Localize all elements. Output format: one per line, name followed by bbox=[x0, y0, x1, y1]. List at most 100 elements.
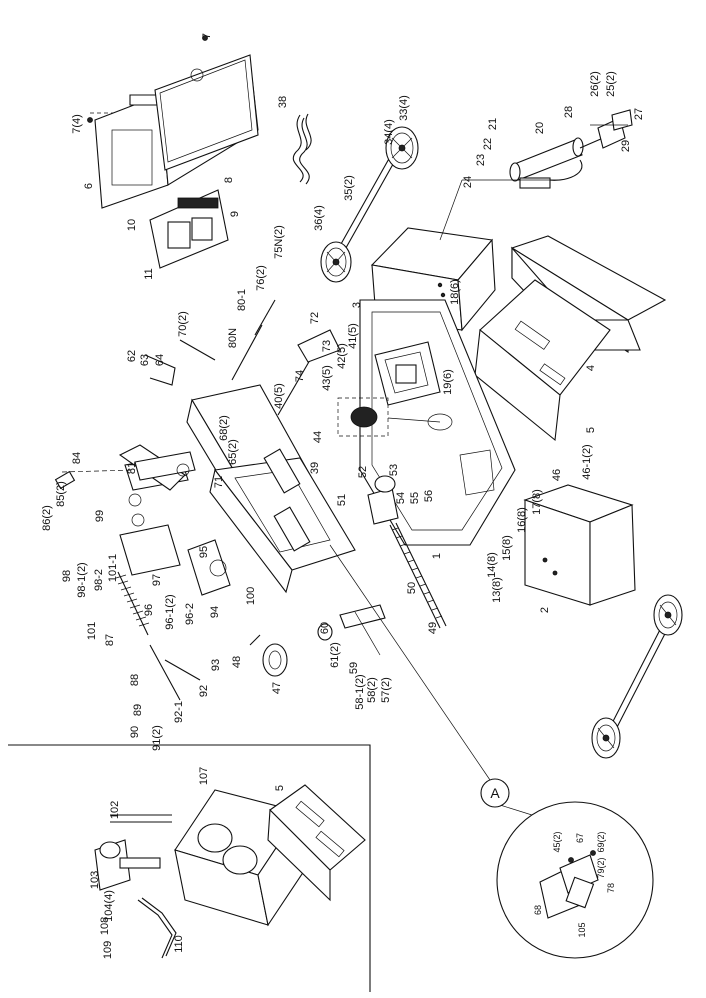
part-label: 8 bbox=[223, 177, 235, 183]
part-label: 73 bbox=[321, 340, 333, 352]
part-label: 96-2 bbox=[184, 603, 196, 625]
part-label: 52 bbox=[357, 466, 369, 478]
part-label: 13(8) bbox=[491, 577, 503, 603]
part-label: 54 bbox=[395, 492, 407, 504]
part-label: 14(8) bbox=[486, 552, 498, 578]
electrical-box-assembly bbox=[87, 35, 259, 269]
part-label: 65(2) bbox=[227, 439, 239, 465]
part-label: 27 bbox=[633, 108, 645, 120]
part-label: 28 bbox=[563, 106, 575, 118]
part-label: 5 bbox=[585, 427, 597, 433]
part-label: 53 bbox=[388, 464, 400, 476]
part-label: 99 bbox=[94, 510, 106, 522]
part-label: 11 bbox=[143, 268, 155, 279]
part-label: 25(2) bbox=[605, 71, 617, 97]
part-label: 89 bbox=[132, 704, 144, 716]
detail-a-circle bbox=[496, 801, 654, 959]
part-label: 105 bbox=[577, 922, 587, 937]
part-label: 107 bbox=[198, 767, 210, 785]
part-label: 68(2) bbox=[218, 415, 230, 441]
part-label: 22 bbox=[482, 138, 494, 150]
part-label: 46 bbox=[551, 469, 563, 481]
part-label: 4 bbox=[585, 365, 597, 371]
part-label: 69(2) bbox=[596, 831, 606, 852]
part-label: 42(5) bbox=[336, 343, 348, 369]
part-label: 75N(2) bbox=[273, 225, 285, 259]
part-label: 101 bbox=[86, 622, 98, 640]
part-label: 3 bbox=[351, 302, 363, 308]
part-label: 17(8) bbox=[531, 489, 543, 515]
axle-wheel-assembly-bottom bbox=[591, 594, 683, 759]
part-label: 103 bbox=[89, 871, 101, 889]
part-label: 80N bbox=[227, 328, 239, 348]
part-label: 35(2) bbox=[343, 175, 355, 201]
part-label: 95 bbox=[198, 546, 210, 558]
part-label: 21 bbox=[487, 118, 499, 130]
part-label: 38 bbox=[277, 96, 289, 108]
part-label: 59 bbox=[348, 662, 360, 674]
plate-5 bbox=[474, 279, 611, 442]
part-label: 60 bbox=[319, 622, 331, 634]
part-label: 92-1 bbox=[173, 701, 185, 723]
part-label: 98 bbox=[61, 570, 73, 582]
part-label: 50 bbox=[406, 582, 418, 594]
part-label: 74 bbox=[294, 370, 306, 382]
part-label: 26(2) bbox=[589, 71, 601, 97]
part-label: 71 bbox=[213, 476, 225, 488]
part-label: 58(2) bbox=[366, 677, 378, 703]
part-label: 48 bbox=[231, 656, 243, 668]
bracket-assembly bbox=[54, 339, 216, 491]
part-label: 67 bbox=[575, 833, 585, 843]
part-label: 80-1 bbox=[236, 289, 248, 311]
part-label: 70(2) bbox=[177, 311, 189, 337]
part-label: 39 bbox=[309, 462, 321, 474]
part-label: 63 bbox=[139, 354, 151, 366]
part-label: 49 bbox=[427, 622, 439, 634]
part-label: 85(2) bbox=[55, 481, 67, 507]
part-label: 96-1(2) bbox=[164, 594, 176, 629]
part-label: 2 bbox=[539, 607, 551, 613]
part-label: 20 bbox=[534, 122, 546, 134]
part-label: 64 bbox=[154, 354, 166, 366]
part-label: 1 bbox=[431, 553, 443, 559]
part-label: 47 bbox=[271, 682, 283, 694]
spring bbox=[115, 571, 150, 636]
feed-screw bbox=[367, 475, 447, 629]
inset-panel bbox=[8, 744, 371, 992]
part-label: 45(2) bbox=[552, 831, 562, 852]
part-label: 41(5) bbox=[347, 323, 359, 349]
part-label: 62 bbox=[126, 350, 138, 362]
part-label: 79(2) bbox=[596, 857, 606, 878]
part-label: 81 bbox=[126, 462, 138, 474]
part-label: 94 bbox=[209, 606, 221, 618]
part-label: 46-1(2) bbox=[581, 444, 593, 479]
main-carriage-assembly bbox=[119, 299, 356, 596]
part-label: 9 bbox=[229, 211, 241, 217]
part-label: 86(2) bbox=[41, 505, 53, 531]
part-label: 87 bbox=[104, 634, 116, 646]
part-label: 91(2) bbox=[151, 725, 163, 751]
part-label: 33(4) bbox=[398, 95, 410, 121]
drive-box bbox=[523, 484, 636, 606]
part-label: 6 bbox=[83, 183, 95, 189]
part-label: 43(5) bbox=[321, 365, 333, 391]
part-label: 93 bbox=[210, 659, 222, 671]
part-label: 24 bbox=[462, 176, 474, 188]
part-label: 16(8) bbox=[516, 507, 528, 533]
part-label: 92 bbox=[198, 685, 210, 697]
part-label: 40(5) bbox=[273, 383, 285, 409]
power-cord bbox=[292, 113, 312, 185]
part-label: 7 bbox=[201, 33, 213, 39]
part-label: 10 bbox=[126, 219, 138, 231]
part-label: 68 bbox=[533, 905, 543, 915]
part-label: 7(4) bbox=[71, 114, 83, 134]
detail-a-marker: A bbox=[480, 778, 510, 808]
part-label: 90 bbox=[129, 726, 141, 738]
part-label: 88 bbox=[129, 674, 141, 686]
part-label: 56 bbox=[423, 490, 435, 502]
part-label: 110 bbox=[173, 935, 185, 953]
part-label: 100 bbox=[245, 587, 257, 605]
